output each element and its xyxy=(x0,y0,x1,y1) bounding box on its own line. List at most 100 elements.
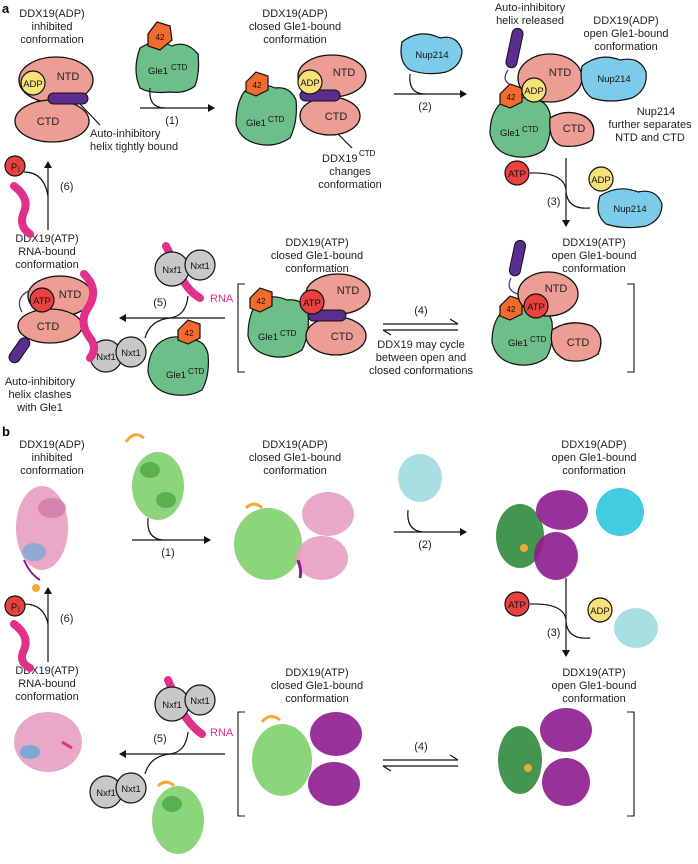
svg-text:Gle1: Gle1 xyxy=(246,118,266,129)
a-step5-label: (5) xyxy=(153,297,166,309)
a-note-nup-separates: Nup214 further separates NTD and CTD xyxy=(608,106,692,144)
svg-text:helix released: helix released xyxy=(496,15,564,27)
svg-text:CTD: CTD xyxy=(268,115,285,124)
a-ddx19-inhibited: ADP NTD CTD xyxy=(14,56,101,143)
svg-text:closed Gle1-bound: closed Gle1-bound xyxy=(249,452,341,464)
svg-text:conformation: conformation xyxy=(594,41,658,53)
a-ddx19-rna-bound: ATP NTD CTD xyxy=(8,270,98,364)
svg-text:Nxt1: Nxt1 xyxy=(121,784,141,795)
svg-text:42: 42 xyxy=(253,81,262,90)
panel-a-label: a xyxy=(2,1,10,16)
svg-text:closed Gle1-bound: closed Gle1-bound xyxy=(271,680,363,692)
svg-text:Nxf1: Nxf1 xyxy=(162,700,182,711)
svg-text:conformation: conformation xyxy=(285,693,349,705)
b-state-adp-inhibited-label: DDX19(ADP) inhibited conformation xyxy=(19,439,84,477)
svg-text:open Gle1-bound: open Gle1-bound xyxy=(551,452,636,464)
svg-text:DDX19(ATP): DDX19(ATP) xyxy=(562,667,625,679)
b-right-bracket xyxy=(627,711,635,817)
svg-text:conformation: conformation xyxy=(20,34,84,46)
b-state-adp-open-label: DDX19(ADP) open Gle1-bound conformation xyxy=(551,439,636,477)
a-note-helix-clashes: Auto-inhibitory helix clashes with Gle1 xyxy=(5,376,76,414)
a-nup214-step2: Nup214 xyxy=(400,33,463,75)
b-rna-released xyxy=(10,620,34,672)
svg-text:DDX19(ADP): DDX19(ADP) xyxy=(593,15,658,27)
a-nup214-released: Nup214 xyxy=(597,188,663,229)
a-state-adp-open-label: DDX19(ADP) open Gle1-bound conformation xyxy=(583,15,668,53)
a-equilibrium-arrows xyxy=(382,318,459,336)
atp-icon xyxy=(523,293,549,319)
adp-icon xyxy=(20,70,46,96)
svg-text:conformation: conformation xyxy=(318,179,382,191)
svg-text:DDX19(ADP): DDX19(ADP) xyxy=(561,439,626,451)
b-state-atp-closed-label: DDX19(ATP) closed Gle1-bound conformatio… xyxy=(271,667,363,705)
svg-text:open Gle1-bound: open Gle1-bound xyxy=(551,680,636,692)
svg-text:DDX19(ADP): DDX19(ADP) xyxy=(19,8,84,20)
b-structure-gle1-step1 xyxy=(124,433,184,520)
b-structure-nup214-step2 xyxy=(398,454,442,502)
svg-text:closed Gle1-bound: closed Gle1-bound xyxy=(271,250,363,262)
a-step4-label: (4) xyxy=(414,305,427,317)
svg-text:Gle1: Gle1 xyxy=(258,332,278,343)
svg-text:Nxt1: Nxt1 xyxy=(190,696,210,707)
a-state-atp-closed-label: DDX19(ATP) closed Gle1-bound conformatio… xyxy=(271,237,363,275)
svg-text:helix tightly bound: helix tightly bound xyxy=(90,141,178,153)
adp-icon xyxy=(588,166,614,192)
svg-text:CTD: CTD xyxy=(359,149,376,158)
a-note-may-cycle: DDX19 may cycle between open and closed … xyxy=(369,339,473,377)
atp-icon xyxy=(299,289,325,315)
a-ddx19-closed-atp: 42 Gle1 CTD ATP NTD CTD xyxy=(247,273,371,358)
svg-text:Nup214: Nup214 xyxy=(613,204,646,215)
svg-text:DDX19(ATP): DDX19(ATP) xyxy=(285,237,348,249)
svg-text:42: 42 xyxy=(185,329,194,338)
svg-text:ADP: ADP xyxy=(300,78,320,89)
svg-text:closed conformations: closed conformations xyxy=(369,365,473,377)
svg-text:Auto-inhibitory: Auto-inhibitory xyxy=(495,2,566,14)
pi-icon xyxy=(4,595,26,617)
svg-text:CTD: CTD xyxy=(188,367,205,376)
svg-text:i: i xyxy=(18,605,20,614)
svg-text:DDX19(ADP): DDX19(ADP) xyxy=(262,8,327,20)
svg-text:ATP: ATP xyxy=(527,302,545,313)
svg-text:inhibited: inhibited xyxy=(32,21,73,33)
svg-text:NTD and CTD: NTD and CTD xyxy=(615,132,685,144)
svg-text:NTD: NTD xyxy=(549,67,572,79)
b-step6-label: (6) xyxy=(60,613,73,625)
svg-text:DDX19(ATP): DDX19(ATP) xyxy=(285,667,348,679)
b-structure-adp-inhibited xyxy=(16,486,68,592)
a-left-bracket xyxy=(237,283,245,373)
svg-text:with Gle1: with Gle1 xyxy=(16,402,63,414)
b-structure-gle1-released xyxy=(152,780,204,854)
svg-text:conformation: conformation xyxy=(15,259,79,271)
svg-text:conformation: conformation xyxy=(562,465,626,477)
svg-text:conformation: conformation xyxy=(263,34,327,46)
a-rna-label: RNA xyxy=(210,293,234,305)
svg-text:ADP: ADP xyxy=(23,79,43,90)
adp-icon xyxy=(587,597,613,623)
svg-text:ADP: ADP xyxy=(524,86,544,97)
pi-icon xyxy=(4,155,26,177)
b-left-bracket xyxy=(237,711,245,817)
a-step6-label: (6) xyxy=(60,181,73,193)
svg-text:DDX19(ADP): DDX19(ADP) xyxy=(262,439,327,451)
svg-text:CTD: CTD xyxy=(530,335,547,344)
svg-text:ATP: ATP xyxy=(508,169,526,180)
svg-text:P: P xyxy=(11,602,17,613)
a-step2-label: (2) xyxy=(418,101,431,113)
svg-text:between open and: between open and xyxy=(376,352,467,364)
svg-text:open Gle1-bound: open Gle1-bound xyxy=(551,250,636,262)
svg-text:Nup214: Nup214 xyxy=(637,106,676,118)
svg-text:changes: changes xyxy=(329,166,371,178)
b-rna-label: RNA xyxy=(210,727,234,739)
svg-text:i: i xyxy=(18,165,20,174)
svg-text:Auto-inhibitory: Auto-inhibitory xyxy=(5,376,76,388)
svg-text:42: 42 xyxy=(156,33,165,42)
atp-icon xyxy=(29,287,55,313)
svg-text:CTD: CTD xyxy=(37,321,60,333)
svg-text:DDX19 may cycle: DDX19 may cycle xyxy=(377,339,464,351)
svg-text:helix clashes: helix clashes xyxy=(9,389,72,401)
svg-text:NTD: NTD xyxy=(333,67,356,79)
a-state-adp-inhibited-label: DDX19(ADP) inhibited conformation xyxy=(19,8,84,46)
svg-text:inhibited: inhibited xyxy=(32,452,73,464)
b-equilibrium-arrows xyxy=(382,754,459,772)
